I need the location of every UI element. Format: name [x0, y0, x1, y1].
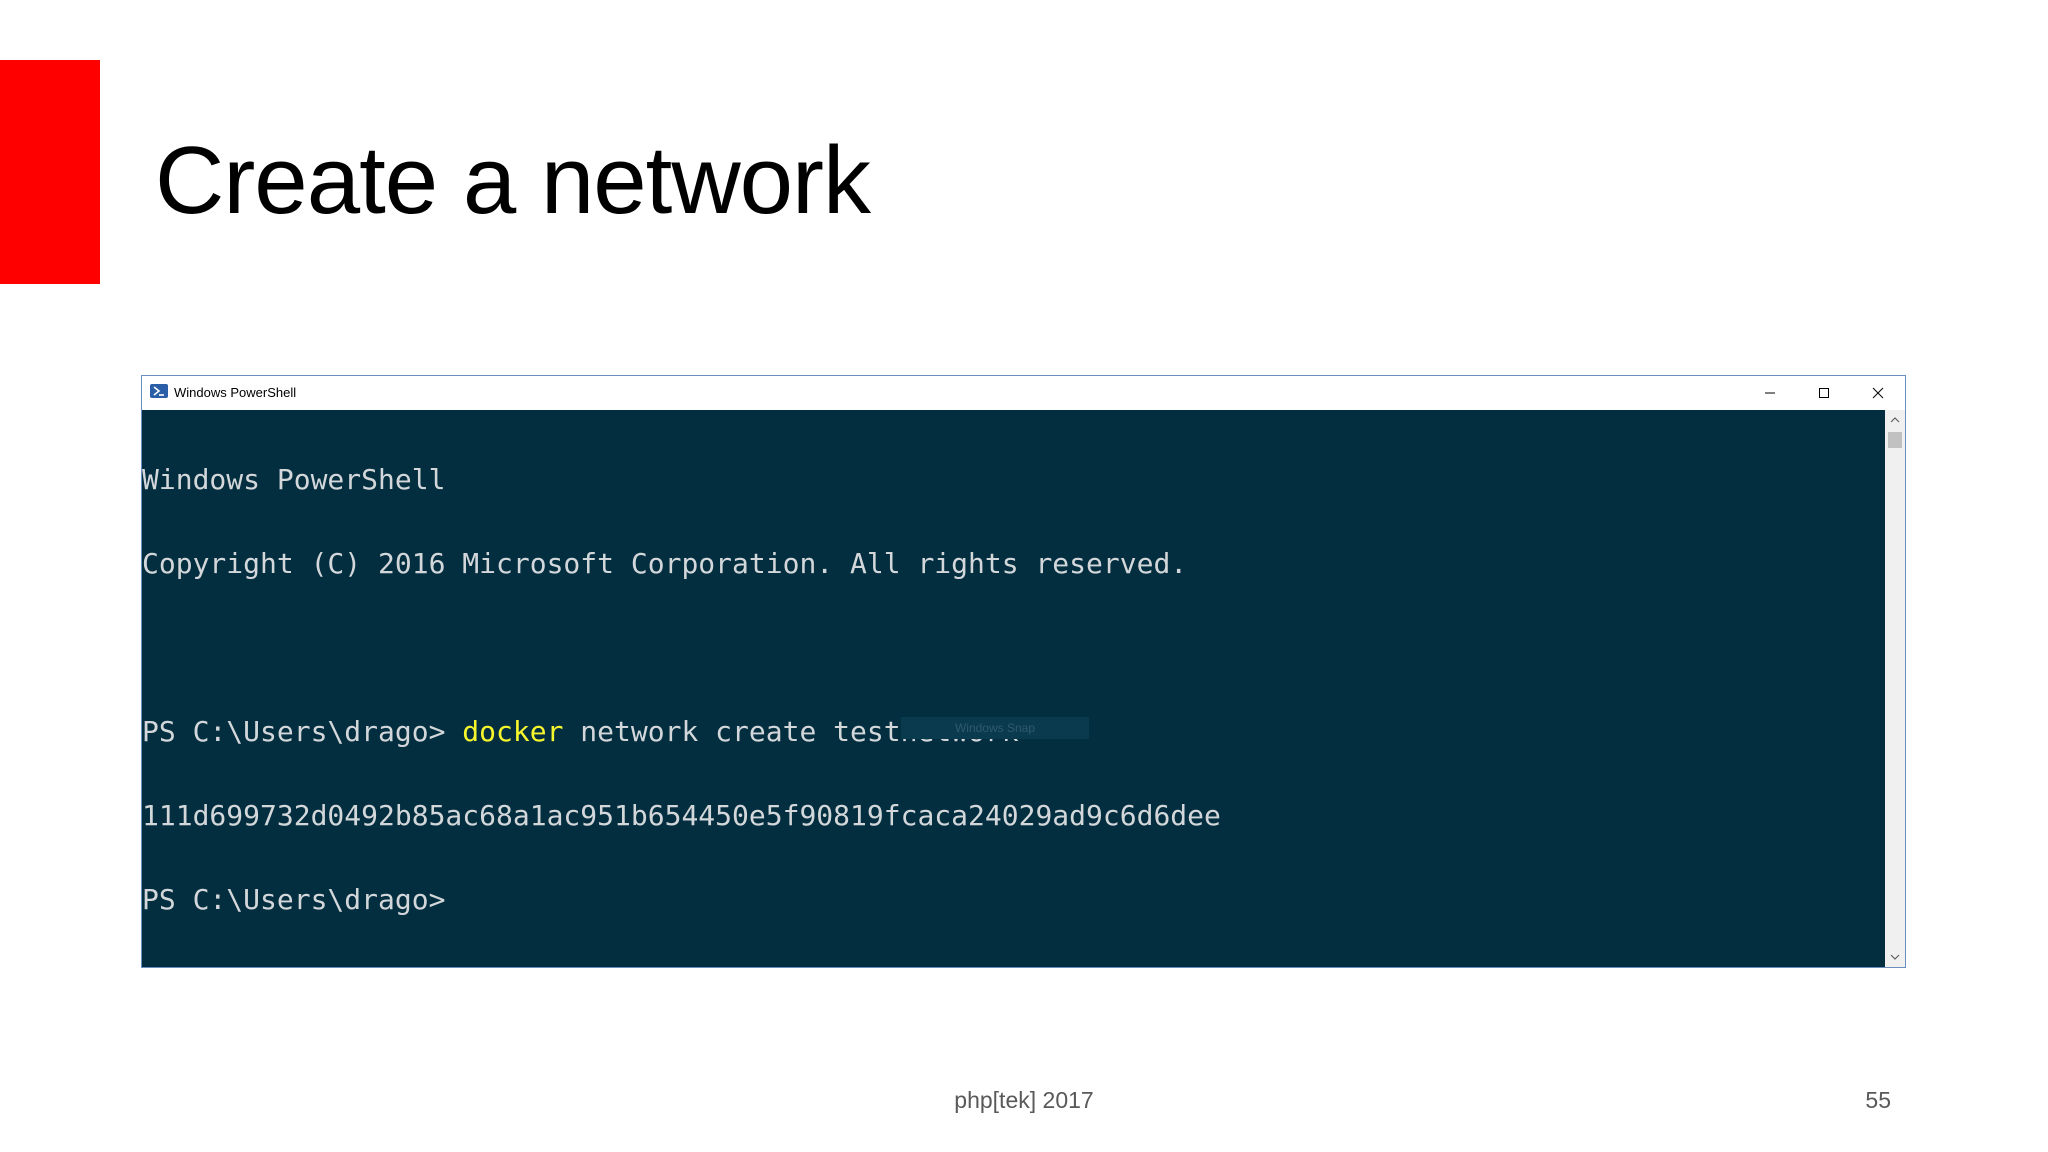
window-titlebar[interactable]: Windows PowerShell	[142, 376, 1905, 410]
chevron-down-icon	[1890, 948, 1900, 966]
maximize-button[interactable]	[1797, 376, 1851, 410]
maximize-icon	[1818, 387, 1830, 399]
console-line-prompt: PS C:\Users\drago>	[142, 883, 446, 916]
slide-footer: php[tek] 2017	[954, 1087, 1094, 1113]
windows-snap-hint: Windows Snap	[901, 717, 1089, 739]
scroll-down-button[interactable]	[1885, 947, 1905, 967]
scroll-thumb[interactable]	[1888, 432, 1902, 448]
slide-accent-bar	[0, 60, 100, 284]
console-line-blank	[142, 634, 1885, 662]
close-icon	[1872, 387, 1884, 399]
slide-page-number: 55	[1865, 1087, 1891, 1113]
minimize-button[interactable]	[1743, 376, 1797, 410]
console-prompt: PS C:\Users\drago>	[142, 715, 463, 748]
console-output[interactable]: Windows PowerShell Copyright (C) 2016 Mi…	[142, 410, 1885, 967]
console-command-keyword: docker	[462, 715, 564, 748]
chevron-up-icon	[1890, 411, 1900, 429]
console-line-command: PS C:\Users\drago> docker network create…	[142, 718, 1885, 746]
powershell-icon	[150, 384, 168, 398]
scroll-up-button[interactable]	[1885, 410, 1905, 430]
window-title: Windows PowerShell	[174, 385, 297, 400]
console-line-copyright: Copyright (C) 2016 Microsoft Corporation…	[142, 547, 1188, 580]
close-button[interactable]	[1851, 376, 1905, 410]
console-line-header: Windows PowerShell	[142, 463, 446, 496]
console-scrollbar[interactable]	[1885, 410, 1905, 967]
minimize-icon	[1764, 387, 1776, 399]
console-line-network-id: 111d699732d0492b85ac68a1ac951b654450e5f9…	[142, 799, 1221, 832]
slide-title: Create a network	[155, 127, 871, 234]
powershell-window[interactable]: Windows PowerShell Windows PowerShell Co…	[141, 375, 1906, 968]
